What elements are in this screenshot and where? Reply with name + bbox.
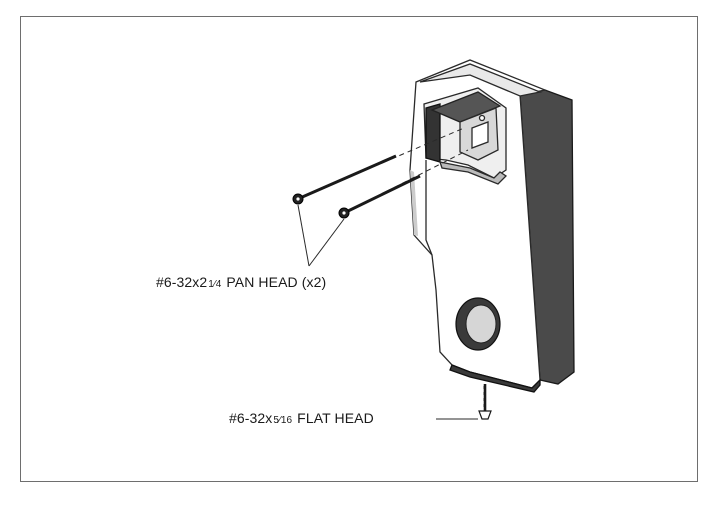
housing (409, 59, 575, 393)
flat-head-label-suffix: FLAT HEAD (293, 410, 374, 426)
pan-head-leader (297, 204, 345, 267)
flat-head-label: #6-32x5⁄16 FLAT HEAD (229, 410, 374, 426)
pan-head-screw-1 (292, 154, 397, 205)
pan-head-label-suffix: PAN HEAD (x2) (222, 274, 327, 290)
figure-frame (20, 16, 698, 482)
round-button (455, 297, 501, 351)
pan-head-label-prefix: #6-32x2 (156, 274, 208, 290)
pan-head-screw-2 (338, 174, 421, 219)
flat-head-label-prefix: #6-32x (229, 410, 273, 426)
pan-head-label: #6-32x21⁄4 PAN HEAD (x2) (156, 274, 326, 290)
flat-head-screw (478, 384, 492, 420)
flat-head-label-fraction: 5⁄16 (273, 415, 293, 426)
pan-head-label-fraction: 1⁄4 (208, 279, 222, 290)
